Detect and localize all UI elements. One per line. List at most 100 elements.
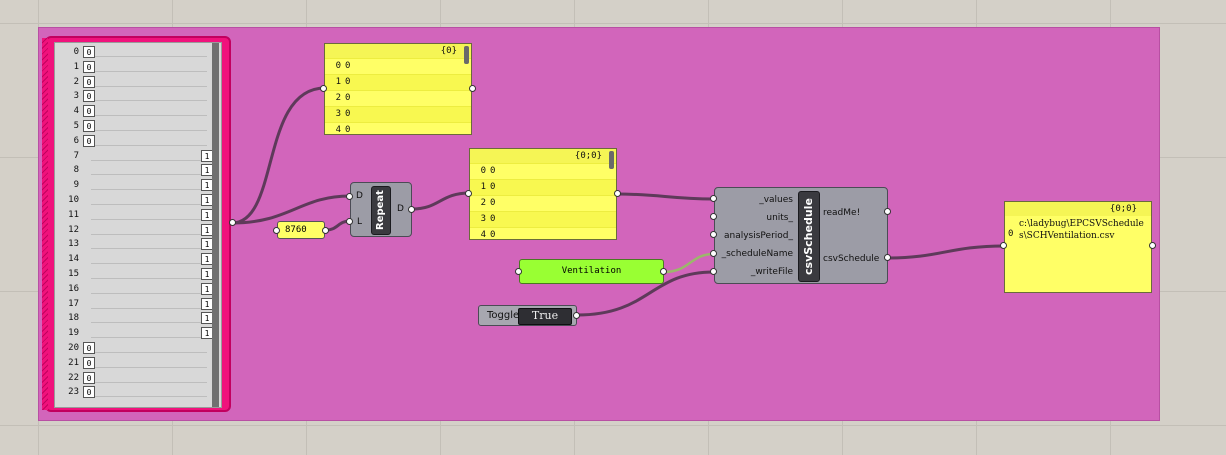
gene-index: 0	[73, 47, 79, 57]
gene-value[interactable]: 0	[83, 46, 95, 58]
csv-units-grip[interactable]	[710, 213, 717, 220]
gene-index: 12	[68, 224, 79, 235]
gene-line	[91, 100, 207, 102]
gene-line	[91, 263, 207, 265]
gene-line	[91, 56, 207, 57]
panel-row-index: 3	[335, 109, 341, 119]
gene-value[interactable]: 0	[83, 90, 95, 103]
gene-index: 13	[68, 239, 79, 250]
vent-input-grip[interactable]	[515, 268, 522, 275]
gene-line	[91, 189, 207, 191]
gene-value[interactable]: 0	[83, 371, 95, 384]
repeat-component[interactable]: D L D Repeat	[350, 182, 412, 237]
gene-value[interactable]: 0	[83, 386, 95, 399]
csv-writefile-grip[interactable]	[710, 268, 717, 275]
repeat-d-grip[interactable]	[346, 193, 353, 200]
csv-values-grip[interactable]	[710, 195, 717, 202]
panel3-input-grip[interactable]	[1000, 242, 1007, 249]
gene-line	[91, 381, 207, 383]
gene-index: 16	[68, 283, 79, 294]
gene-index: 8	[73, 165, 79, 176]
vent-output-grip[interactable]	[660, 268, 667, 275]
gene-value[interactable]: 0	[83, 120, 95, 132]
gene-line	[91, 204, 207, 205]
toggle-value-button[interactable]: True	[518, 308, 572, 325]
panel-row-value: 0	[490, 214, 496, 224]
gene-index: 20	[68, 343, 79, 353]
gene-value[interactable]: 0	[83, 105, 95, 118]
gene-index: 19	[68, 328, 79, 339]
gene-line	[91, 248, 207, 250]
panel2-output-grip[interactable]	[614, 190, 621, 197]
panel3-text: c:\ladybug\EPCSVSchedules\SCHVentilation…	[1019, 219, 1144, 241]
gene-value[interactable]: 0	[83, 134, 95, 147]
gene-value[interactable]: 1	[201, 164, 213, 177]
csv-input-values: _values	[759, 195, 793, 205]
gene-value[interactable]: 0	[83, 356, 95, 369]
gene-value[interactable]: 0	[83, 60, 95, 73]
panel-scrollbar[interactable]	[464, 46, 469, 64]
panel-output[interactable]: {0;0} 0 c:\ladybug\EPCSVSchedules\SCHVen…	[1004, 201, 1152, 293]
gene-value[interactable]: 0	[83, 342, 95, 354]
panel-path: {0;0}	[470, 149, 616, 163]
gene-pool-scrollbar[interactable]	[212, 43, 219, 407]
gene-value[interactable]: 1	[201, 194, 213, 206]
gene-line	[91, 130, 207, 131]
repeat-out-grip[interactable]	[408, 206, 415, 213]
gene-index: 17	[68, 298, 79, 309]
boolean-toggle[interactable]: Toggle True	[478, 305, 577, 326]
panel-row-index: 1	[335, 77, 341, 87]
gene-pool-output-grip[interactable]	[229, 219, 236, 226]
gene-line	[91, 292, 207, 294]
list-item: 20 0	[55, 342, 215, 355]
csv-csvschedule-grip[interactable]	[884, 254, 891, 261]
gene-line	[91, 115, 207, 117]
gene-line	[91, 233, 207, 235]
csv-readme-grip[interactable]	[884, 208, 891, 215]
ventilation-param[interactable]: Ventilation	[519, 259, 664, 284]
panel-row-index: 4	[480, 230, 486, 240]
number-param[interactable]: 8760	[277, 221, 325, 239]
gene-value[interactable]: 0	[83, 75, 95, 88]
panel3-output-grip[interactable]	[1149, 242, 1156, 249]
gene-line	[91, 352, 207, 353]
panel1-output-grip[interactable]	[469, 85, 476, 92]
csv-input-analysisperiod: analysisPeriod_	[723, 231, 793, 241]
panel-scrollbar[interactable]	[609, 151, 614, 169]
csv-schedulename-grip[interactable]	[710, 250, 717, 257]
gene-line	[91, 174, 207, 176]
number-output-grip[interactable]	[322, 227, 329, 234]
repeat-input-l: L	[357, 217, 363, 227]
panel-row-index: 4	[335, 125, 341, 135]
panel2-input-grip[interactable]	[465, 190, 472, 197]
csvschedule-component[interactable]: _values units_ analysisPeriod_ _schedule…	[714, 187, 888, 284]
repeat-output-d: D	[397, 204, 404, 214]
gene-index: 10	[68, 195, 79, 205]
toggle-output-grip[interactable]	[573, 312, 580, 319]
csv-analysisperiod-grip[interactable]	[710, 231, 717, 238]
number-input-grip[interactable]	[273, 227, 280, 234]
panel1-input-grip[interactable]	[320, 85, 327, 92]
panel-row-value: 0	[345, 93, 351, 103]
repeat-l-grip[interactable]	[346, 218, 353, 225]
list-item: 10 1	[55, 194, 215, 207]
repeat-input-d: D	[356, 191, 363, 201]
